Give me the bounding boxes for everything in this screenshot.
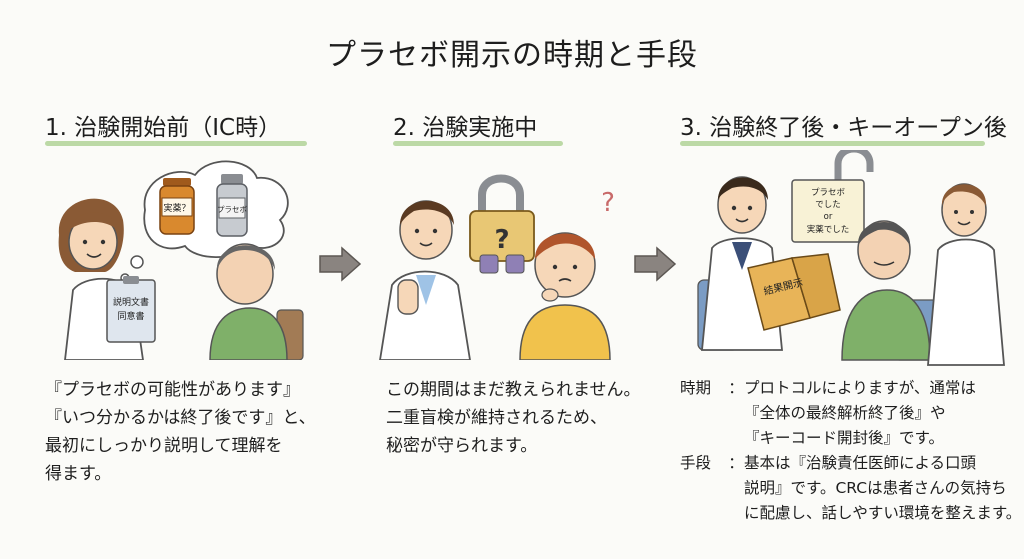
scene-disclosure-illustration: プラセボ でした or 実薬でした 結果開示 [697, 150, 1005, 366]
raised-hand-icon [397, 279, 419, 315]
caption-line: 得ます。 [45, 464, 112, 484]
clipboard-line-1: 説明文書 [113, 296, 149, 308]
clipboard-icon [106, 276, 156, 343]
method-line: 説明』です。CRCは患者さんの気持ち [744, 479, 1007, 497]
scene-blinded-illustration: ? ? [379, 174, 615, 360]
medicine-bottle-icon [159, 178, 195, 235]
step-1-underline [45, 141, 307, 146]
timing-line: 『全体の最終解析終了後』や [744, 404, 946, 422]
open-book-icon [747, 253, 841, 331]
step-1-title: 1. 治験開始前（IC時） [45, 115, 282, 141]
medicine-vials-icon [479, 254, 525, 274]
patient-seated-figure [841, 220, 941, 361]
step-3-underline [680, 141, 985, 146]
step-2-underline [393, 141, 563, 146]
method-row: 手段 ：基本は『治験責任医師による口頭 [680, 451, 1021, 476]
method-label: 手段 [680, 454, 712, 472]
sign-line-3: or [824, 212, 833, 222]
open-padlock-icon [834, 150, 874, 180]
vial-label-placebo: プラセボ [217, 205, 247, 214]
timing-line: 『キーコード開封後』です。 [744, 429, 944, 447]
caption-line: 秘密が守られます。 [386, 436, 538, 456]
scene-explanation-illustration: 実薬？ プラセボ 説明文書 同意書 [58, 160, 304, 360]
patient-figure [209, 243, 304, 360]
medicine-vial-icon [216, 174, 248, 237]
step-3-caption: 時期：プロトコルによりますが、通常は 『全体の最終解析終了後』や 『キーコード開… [680, 376, 1021, 526]
lock-question-mark: ? [494, 225, 509, 255]
doctor-figure [379, 200, 471, 360]
step-2-title: 2. 治験実施中 [393, 115, 538, 141]
bottle-label-real: 実薬？ [163, 202, 190, 214]
caption-line: 最初にしっかり説明して理解を [45, 436, 283, 456]
floating-question-mark: ? [601, 188, 615, 218]
sign-board [791, 179, 865, 243]
caption-line: 二重盲検が維持されるため、 [386, 408, 607, 428]
timing-row: 時期 ：プロトコルによりますが、通常は [680, 376, 1021, 401]
caption-line: 『プラセボの可能性があります』 [45, 380, 300, 400]
padlock-icon [469, 174, 535, 262]
caption-line: この期間はまだ教えられません。 [386, 380, 641, 400]
sign-line-2: でした [815, 200, 841, 210]
arrow-right-icon [319, 246, 362, 282]
colon: ： [728, 379, 744, 397]
colon: ： [728, 454, 744, 472]
method-line: に配慮し、話しやすい環境を整えます。 [744, 504, 1022, 522]
caption-line: 『いつ分かるかは終了後です』と、 [45, 408, 316, 428]
method-line: 基本は『治験責任医師による口頭 [744, 454, 977, 472]
sign-line-1: プラセボ [811, 188, 846, 198]
nurse-standing-figure [927, 183, 1005, 366]
sign-line-4: 実薬でした [807, 224, 850, 235]
timing-line: プロトコルによりますが、通常は [744, 379, 976, 397]
page-title: プラセボ開示の時期と手段 [326, 38, 698, 73]
step-2-caption: この期間はまだ教えられません。 二重盲検が維持されるため、 秘密が守られます。 [386, 376, 641, 460]
clipboard-line-2: 同意書 [117, 310, 144, 322]
arrow-right-icon [634, 246, 677, 282]
step-1-caption: 『プラセボの可能性があります』 『いつ分かるかは終了後です』と、 最初にしっかり… [45, 376, 316, 488]
step-3-title: 3. 治験終了後・キーオープン後 [680, 115, 1007, 141]
child-patient-figure [519, 232, 611, 360]
timing-label: 時期 [680, 379, 712, 397]
